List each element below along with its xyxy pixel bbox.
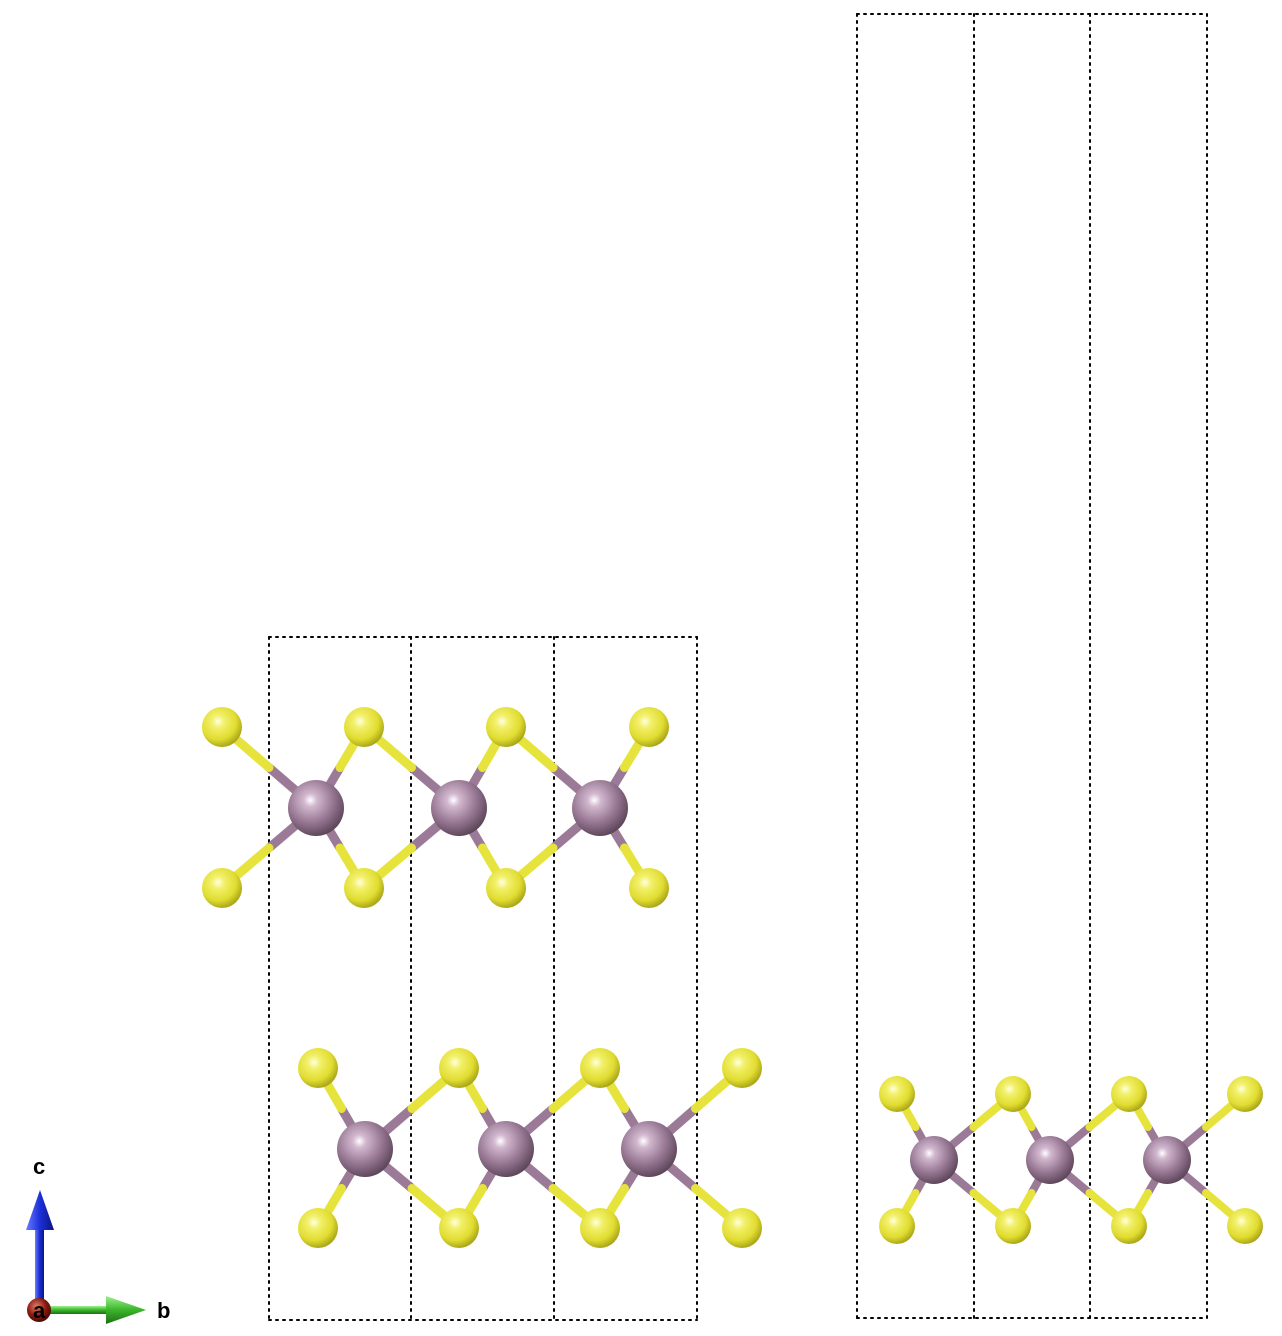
atom-layer <box>202 707 1263 1248</box>
c-axis-label: c <box>33 1154 45 1179</box>
chalcogen-atom <box>722 1208 762 1248</box>
chalcogen-atom <box>439 1048 479 1088</box>
unit-cell-borders <box>268 13 1208 1321</box>
chalcogen-atom <box>722 1048 762 1088</box>
chalcogen-atom <box>629 707 669 747</box>
chalcogen-atom <box>1111 1076 1147 1112</box>
chalcogen-atom <box>298 1208 338 1248</box>
metal-atom <box>572 780 628 836</box>
c-axis-arrowhead <box>26 1190 54 1230</box>
chalcogen-atom <box>486 868 526 908</box>
metal-atom <box>337 1121 393 1177</box>
metal-atom <box>431 780 487 836</box>
a-axis-label: a <box>33 1298 46 1323</box>
chalcogen-atom <box>202 707 242 747</box>
chalcogen-atom <box>439 1208 479 1248</box>
chalcogen-atom <box>580 1208 620 1248</box>
metal-atom <box>1143 1136 1191 1184</box>
b-axis-shaft <box>40 1306 110 1314</box>
chalcogen-atom <box>1227 1208 1263 1244</box>
axis-indicator: c b a <box>26 1154 170 1324</box>
metal-atom <box>478 1121 534 1177</box>
metal-atom <box>1026 1136 1074 1184</box>
chalcogen-atom <box>344 868 384 908</box>
chalcogen-atom <box>879 1208 915 1244</box>
metal-atom <box>288 780 344 836</box>
metal-atom <box>910 1136 958 1184</box>
chalcogen-atom <box>298 1048 338 1088</box>
chalcogen-atom <box>1111 1208 1147 1244</box>
chalcogen-atom <box>1227 1076 1263 1112</box>
chalcogen-atom <box>202 868 242 908</box>
chalcogen-atom <box>995 1076 1031 1112</box>
b-axis-arrowhead <box>106 1296 146 1324</box>
c-axis-shaft <box>35 1228 44 1308</box>
a-axis-dot <box>27 1298 51 1322</box>
b-axis-label: b <box>157 1298 170 1323</box>
chalcogen-atom <box>580 1048 620 1088</box>
chalcogen-atom <box>486 707 526 747</box>
chalcogen-atom <box>879 1076 915 1112</box>
chalcogen-atom <box>344 707 384 747</box>
chalcogen-atom <box>629 868 669 908</box>
metal-atom <box>621 1121 677 1177</box>
chalcogen-atom <box>995 1208 1031 1244</box>
